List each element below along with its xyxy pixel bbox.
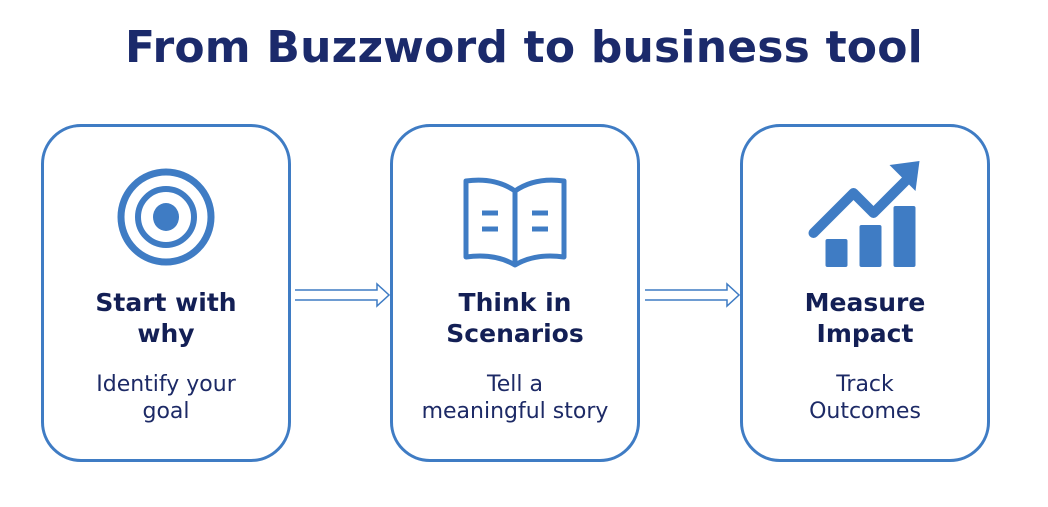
open-book-icon [463, 177, 567, 268]
growth-chart-icon [808, 161, 920, 267]
arrow-right-icon [295, 282, 391, 308]
page-title: From Buzzword to business tool [125, 22, 923, 73]
arrow-right-icon [645, 282, 741, 308]
target-icon [117, 168, 215, 266]
